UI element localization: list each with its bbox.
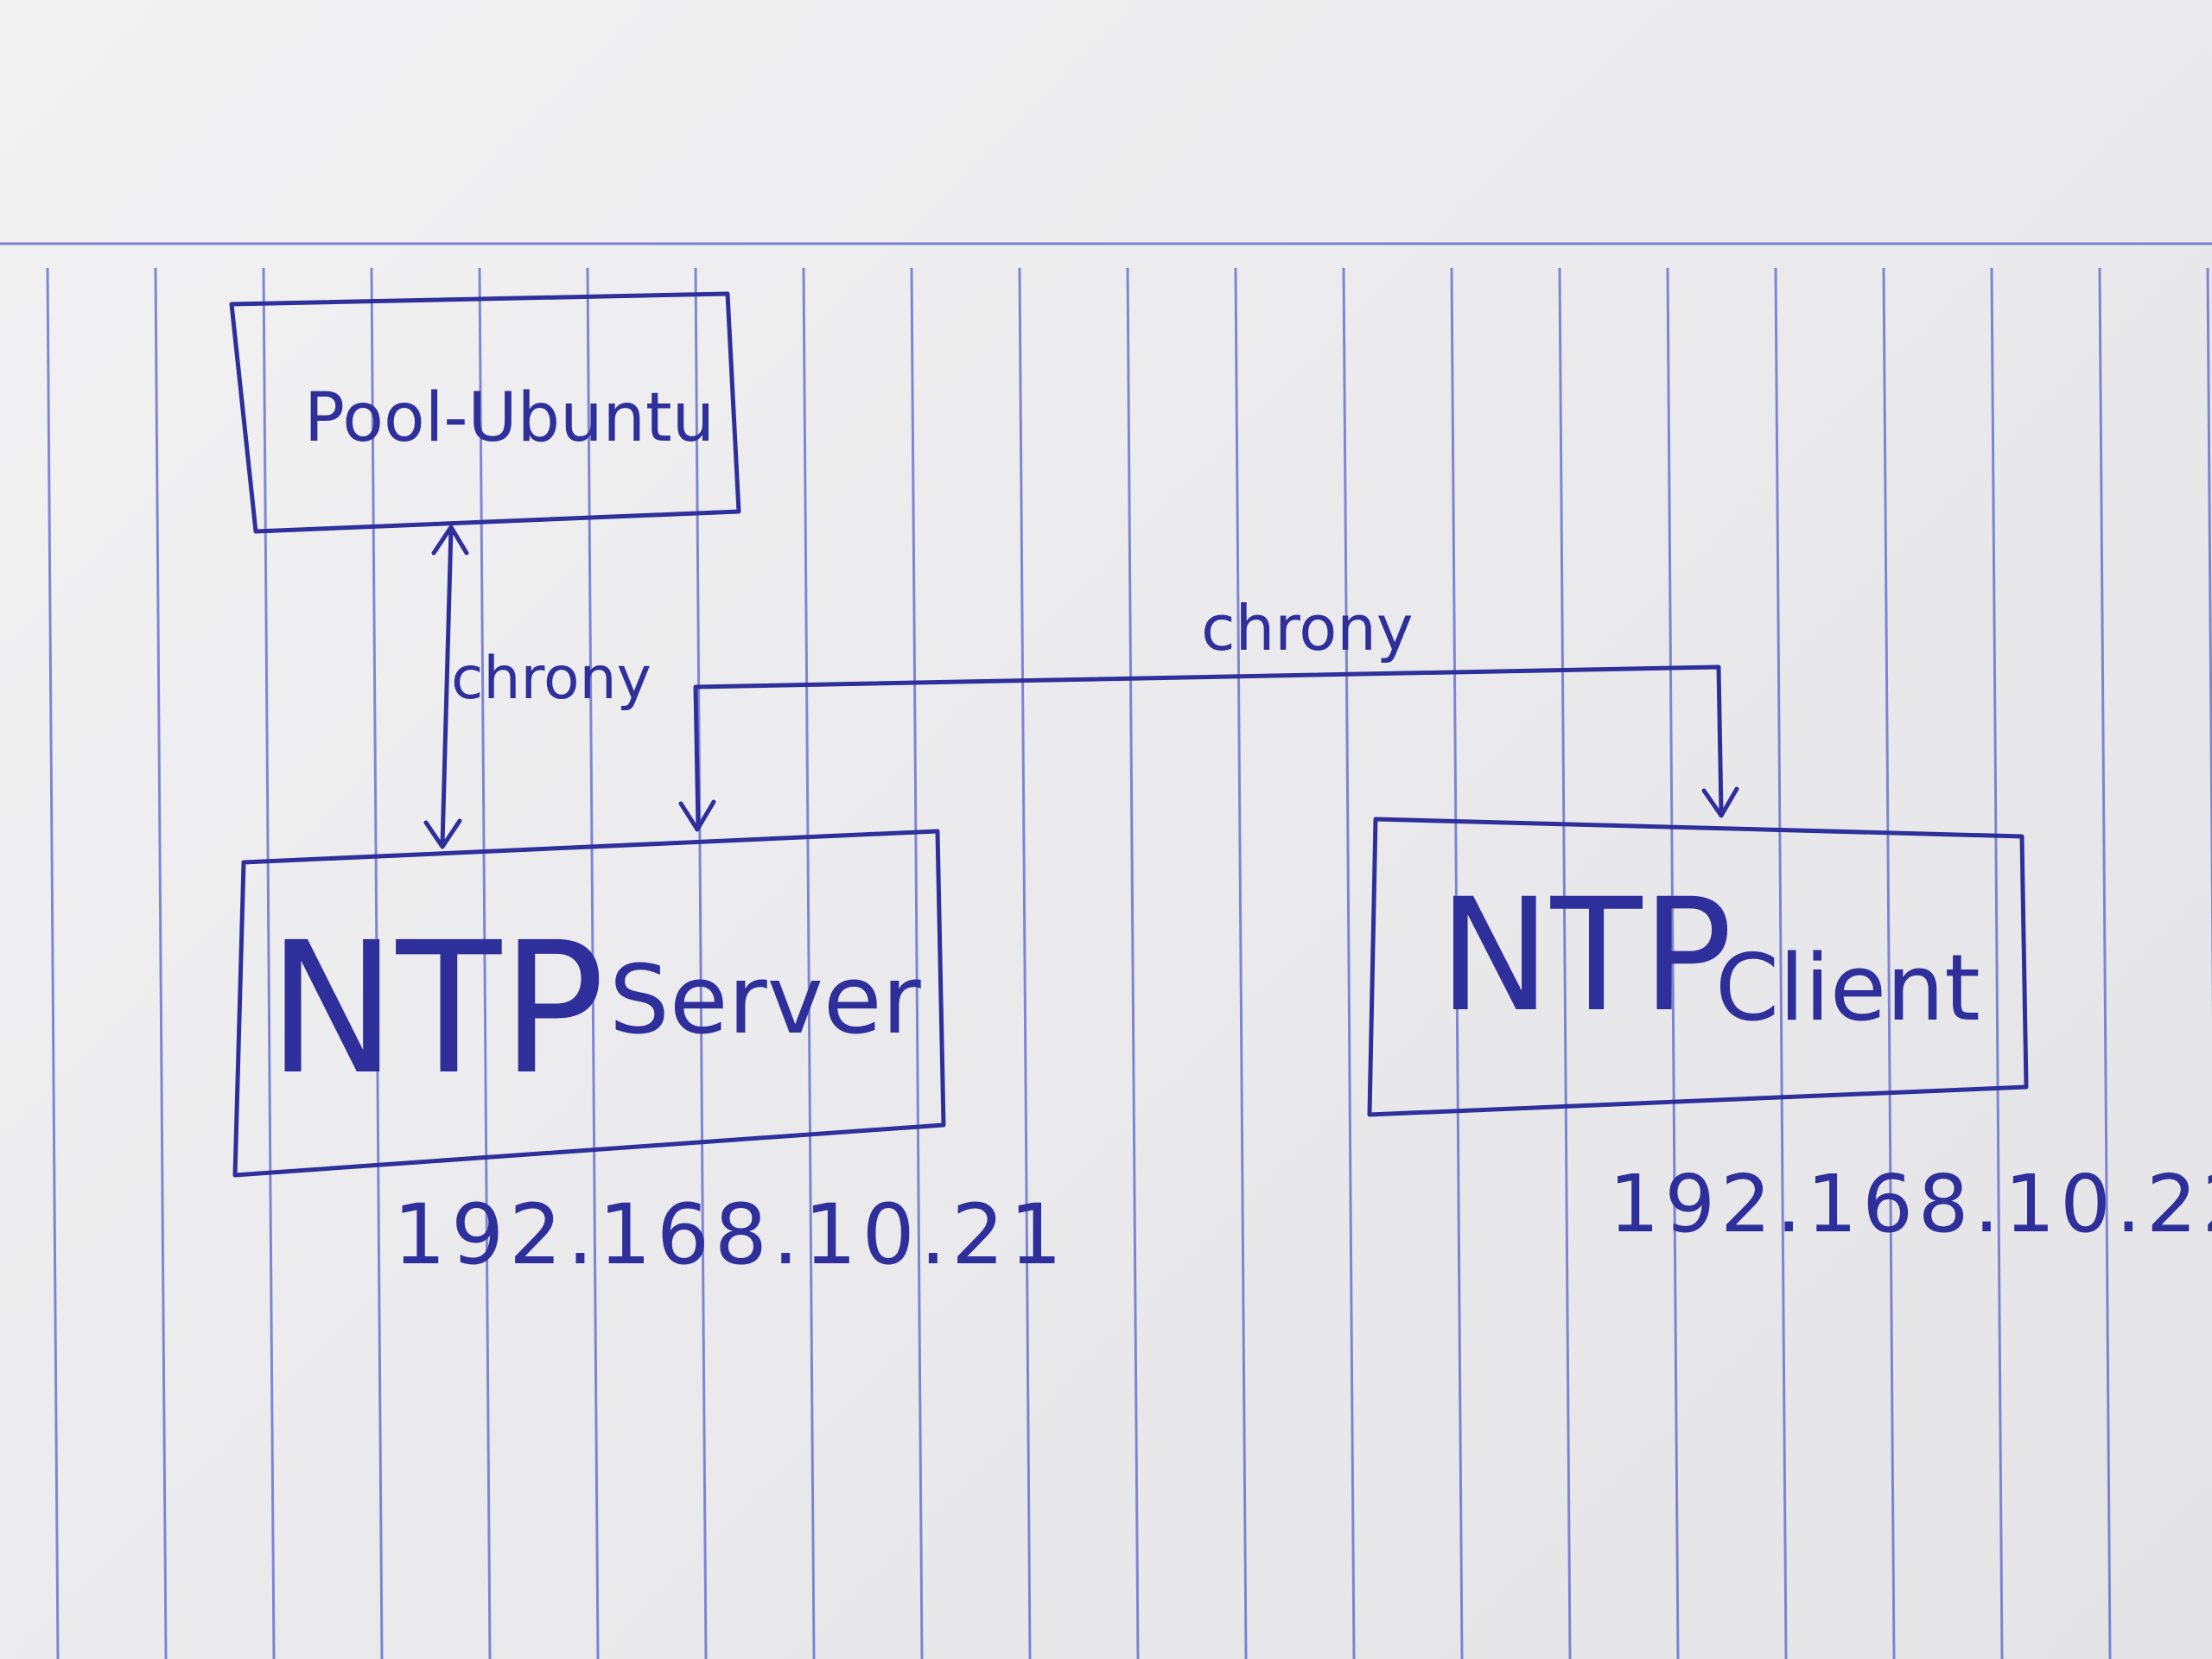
ntp-client-node: NTP Client 192.168.10.22 xyxy=(1367,817,2212,1250)
ntp-server-node: NTP Server 192.168.10.21 xyxy=(232,829,1067,1283)
ntp-server-role: Server xyxy=(609,944,921,1055)
arrow-up-icon xyxy=(431,524,469,556)
notebook-rule-line xyxy=(46,267,60,1659)
server-client-connection: chrony xyxy=(678,592,1739,832)
notebook-rule-line xyxy=(370,267,384,1659)
pool-ubuntu-label: Pool-Ubuntu xyxy=(304,379,715,457)
notebook-rule-line xyxy=(1558,267,1572,1659)
ntp-server-ip: 192.168.10.21 xyxy=(393,1186,1067,1283)
notebook-rule-line xyxy=(262,267,276,1659)
notebook-rule-line xyxy=(2206,267,2212,1022)
notebook-rule-line xyxy=(694,267,708,1659)
notebook-rule-line xyxy=(802,267,816,1659)
arrow-down-icon xyxy=(1701,786,1739,818)
notebook-rule-line xyxy=(910,267,924,1659)
notebook-rule-line xyxy=(1234,267,1248,1659)
notebook-rule-line xyxy=(1666,267,1680,1659)
notebook-rule-line xyxy=(1018,267,1032,1659)
pool-server-connection: chrony xyxy=(423,524,652,849)
ntp-client-ip: 192.168.10.22 xyxy=(1609,1158,2212,1250)
notebook-rule-line xyxy=(586,267,600,1659)
arrow-down-icon xyxy=(423,818,462,849)
server-client-arrow-line xyxy=(693,664,1724,830)
ntp-server-box xyxy=(232,829,946,1178)
pool-ubuntu-node: Pool-Ubuntu xyxy=(229,291,741,534)
ntp-client-box xyxy=(1367,817,2029,1117)
notebook-rule-line xyxy=(1990,267,2004,1659)
ntp-client-name: NTP xyxy=(1439,866,1732,1046)
ntp-client-role: Client xyxy=(1715,935,1980,1041)
notebook-rule-line xyxy=(478,267,492,1659)
pool-server-chrony-label: chrony xyxy=(451,645,652,713)
notebook-rule-line xyxy=(1342,267,1356,1659)
ntp-server-name: NTP xyxy=(268,903,605,1115)
pool-ubuntu-box xyxy=(229,291,741,534)
notebook-rule-lines xyxy=(46,267,2212,1659)
notebook-rule-line xyxy=(1126,267,1140,1659)
notebook-rule-line xyxy=(154,267,168,1659)
server-client-chrony-label: chrony xyxy=(1201,592,1414,664)
notebook-rule-line xyxy=(1450,267,1464,1659)
notebook-rule-line xyxy=(1774,267,1788,1659)
arrow-down-icon xyxy=(678,799,716,832)
notebook-rule-line xyxy=(1882,267,1896,1659)
notebook-rule-line xyxy=(2098,267,2112,1659)
pool-server-arrow-line xyxy=(440,526,454,848)
